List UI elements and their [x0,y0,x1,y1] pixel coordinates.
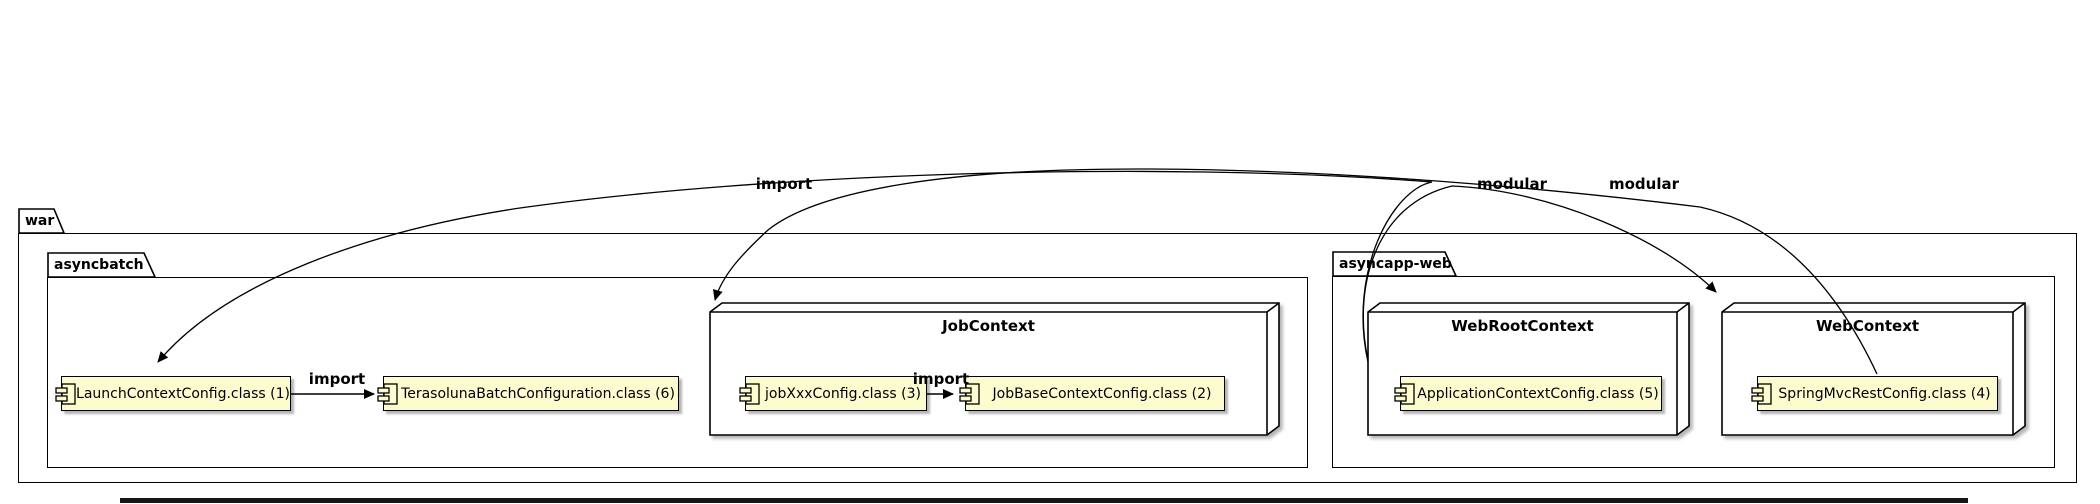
component-icon [959,382,980,405]
package-tab-war-shape [18,208,66,234]
package-war-label: war [25,213,55,229]
package-tab-asyncbatch-shape [47,252,157,278]
component-job-xxx-config-label: jobXxxConfig.class (3) [765,385,921,402]
bottom-edge-bar [120,498,1968,503]
component-application-context-config: ApplicationContextConfig.class (5) [1394,376,1662,411]
node-web-root-context-title: WebRootContext [1451,317,1594,335]
component-terasoluna-batch-configuration: TerasolunaBatchConfiguration.class (6) [377,376,679,411]
node-web-context-title: WebContext [1815,317,1920,335]
package-tab-asyncapp-web: asyncapp-web [1332,251,1458,277]
component-job-xxx-config: jobXxxConfig.class (3) [739,376,927,411]
edge-label-modular-2: modular [1608,175,1680,193]
package-asyncbatch-label: asyncbatch [54,257,144,273]
package-tab-war: war [18,208,66,234]
edge-label-import-launch-terasoluna: import [308,370,366,388]
package-tab-asyncbatch: asyncbatch [47,252,157,278]
component-icon [1394,382,1415,405]
component-icon [377,382,398,405]
component-icon [1751,382,1772,405]
node-job-context-title: JobContext [942,317,1035,335]
component-spring-mvc-rest-config: SpringMvcRestConfig.class (4) [1751,376,1998,411]
component-launch-context-config-label: LaunchContextConfig.class (1) [76,385,290,402]
component-application-context-config-label: ApplicationContextConfig.class (5) [1417,385,1659,402]
edge-label-import-curved: import [755,175,813,193]
edge-label-modular-1: modular [1476,175,1548,193]
component-job-base-context-config: JobBaseContextConfig.class (2) [959,376,1225,411]
component-icon [55,382,76,405]
component-icon [739,382,760,405]
package-asyncapp-web-label: asyncapp-web [1339,256,1452,272]
component-spring-mvc-rest-config-label: SpringMvcRestConfig.class (4) [1778,385,1991,402]
component-job-base-context-config-label: JobBaseContextConfig.class (2) [992,385,1212,402]
component-terasoluna-batch-configuration-label: TerasolunaBatchConfiguration.class (6) [401,385,675,402]
edge-label-import-jobxxx-jobbase: import [912,370,970,388]
component-launch-context-config: LaunchContextConfig.class (1) [55,376,291,411]
